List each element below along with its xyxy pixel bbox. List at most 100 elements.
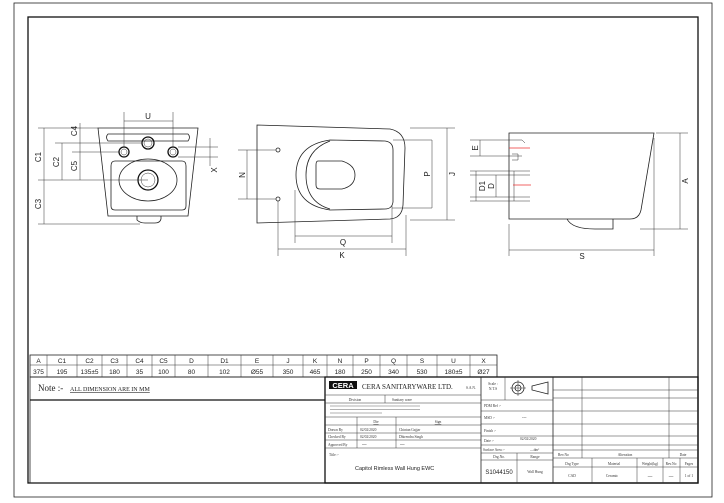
msd-value: --- [522, 415, 527, 420]
top-view: N Q K P J [238, 124, 457, 260]
scale-value: N.T.S [489, 387, 497, 391]
dim-label-n: N [238, 172, 247, 178]
svg-text:CERA: CERA [332, 381, 354, 390]
weight-label: Weight(kg) [642, 462, 659, 466]
surface-area-label: Surface Area :- [483, 448, 506, 452]
table-value-cell: 35 [136, 369, 144, 376]
dim-label-s: S [579, 252, 584, 261]
dim-label-k: K [339, 251, 345, 260]
table-value-cell: 102 [219, 369, 230, 376]
table-header-cell: C5 [159, 358, 168, 365]
drawn-by-sign: Chintan Gajjar [399, 428, 421, 432]
sign-header: Sign [435, 420, 442, 424]
table-value-cell: 195 [57, 369, 68, 376]
rev-no-label: Rev.No [666, 462, 677, 466]
finish-label: Finish :- [484, 429, 497, 433]
checked-by-date: 02/02/2020 [360, 435, 377, 439]
table-header-cell: P [364, 358, 368, 365]
table-header-cell: Q [391, 358, 396, 365]
title-label: Title :- [329, 453, 340, 457]
side-view: E D1 D S A [470, 132, 690, 261]
date-value: 02/02/2020 [520, 437, 537, 441]
alteration-header: Alteration [618, 453, 633, 457]
dim-label-c3: C3 [34, 198, 43, 209]
dim-label-u: U [145, 112, 151, 121]
table-value-cell: 180 [335, 369, 346, 376]
dim-label-c2: C2 [52, 156, 61, 167]
dim-label-q: Q [340, 238, 346, 247]
table-value-cell: 350 [283, 369, 294, 376]
dim-label-c5: C5 [70, 160, 79, 171]
dim-label-x: X [210, 167, 219, 173]
table-header-cell: S [420, 358, 425, 365]
dim-label-c4: C4 [70, 125, 79, 136]
table-value-cell: 465 [310, 369, 321, 376]
disclaimer-text [330, 405, 420, 414]
rev-date-header: Date [680, 453, 687, 457]
title-block: CERA CERA SANITARYWARE LTD. S.A.N. Divis… [324, 376, 699, 484]
dimension-table: A375C1195C2135±5C3180C435C5100D80D1102EØ… [29, 354, 498, 378]
dim-label-j: J [448, 172, 457, 176]
dim-label-e: E [471, 145, 480, 150]
table-value-cell: 375 [33, 369, 44, 376]
table-header-cell: C3 [110, 358, 119, 365]
range-value: Wall Hung [527, 470, 543, 474]
table-value-cell: 340 [388, 369, 399, 376]
table-header-cell: C4 [135, 358, 144, 365]
projection-symbol-icon [510, 380, 549, 396]
drg-no-value: S1044150 [485, 470, 513, 476]
outer-border [13, 2, 713, 498]
drg-no-label: Drg.No. [493, 455, 505, 459]
table-header-cell: K [313, 358, 318, 365]
range-label: Range [530, 455, 540, 459]
weight-value: — [648, 474, 653, 479]
dim-label-d1: D1 [478, 180, 487, 191]
division-value: Sanitary ware [392, 398, 412, 402]
approved-by-label: Approved By [328, 443, 348, 447]
table-value-cell: 135±5 [80, 369, 98, 376]
drawn-by-date: 02/02/2020 [360, 428, 377, 432]
table-value-cell: 180 [109, 369, 120, 376]
table-header-cell: U [451, 358, 456, 365]
surface-area-value: —dm² [529, 448, 539, 452]
material-label: Material [608, 462, 620, 466]
table-header-cell: A [36, 358, 41, 365]
table-header-cell: E [255, 358, 260, 365]
table-header-cell: J [286, 358, 289, 365]
approved-by-sign: — [400, 442, 405, 447]
table-value-cell: 180±5 [444, 369, 462, 376]
dim-label-p: P [423, 171, 432, 176]
checked-by-label: Checked By [328, 435, 346, 439]
scale-label: Scale : [488, 382, 498, 386]
division-label: Division [349, 398, 362, 402]
checked-by-sign: Dhirendra Singh [399, 435, 423, 439]
pdm-ref-label: PDM Ref :- [484, 404, 502, 408]
company-name: CERA SANITARYWARE LTD. [362, 383, 453, 391]
dim-label-d: D [487, 183, 496, 189]
drawing-title: Capitol Rimless Wall Hung EWC [355, 466, 434, 472]
table-header-cell: D1 [220, 358, 229, 365]
pages-label: Pages [685, 462, 694, 466]
note-label: Note :- [38, 383, 63, 393]
dim-label-c1: C1 [34, 151, 43, 162]
table-header-cell: X [481, 358, 486, 365]
table-value-cell: Ø27 [477, 369, 490, 376]
table-header-cell: D [189, 358, 194, 365]
note-text: ALL DIMENSION ARE IN MM [70, 387, 150, 393]
approved-by-date: — [362, 442, 367, 447]
drawn-by-label: Drawn By [328, 428, 343, 432]
cera-logo: CERA [329, 381, 357, 390]
table-value-cell: Ø55 [251, 369, 264, 376]
date-label: Date :- [484, 439, 495, 443]
company-suffix: S.A.N. [466, 386, 476, 390]
rev-no-value: — [669, 474, 674, 479]
material-value: Ceramic [606, 474, 619, 478]
dte-header: Dte [373, 420, 379, 424]
note-area: Note :- ALL DIMENSION ARE IN MM [29, 376, 326, 484]
table-header-cell: C2 [85, 358, 94, 365]
table-value-cell: 100 [158, 369, 169, 376]
table-header-cell: C1 [58, 358, 67, 365]
drg-type-value: CAD [568, 474, 576, 478]
msd-label: MSD :- [484, 416, 496, 420]
